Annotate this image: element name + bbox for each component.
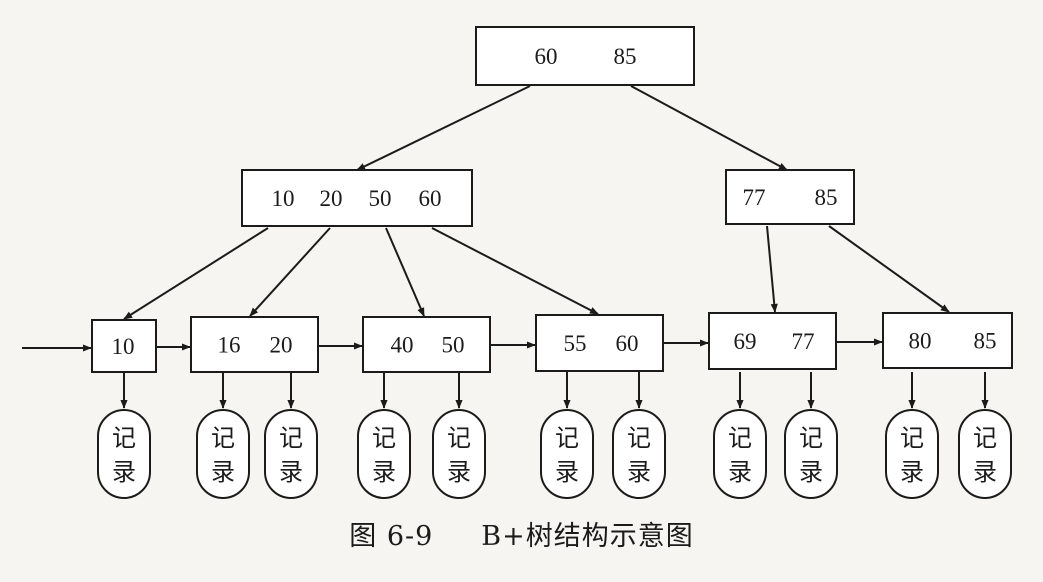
record-capsule [264, 409, 318, 499]
record-label-bottom: 录 [627, 458, 651, 486]
edge-root-to-internal-right [630, 85, 788, 171]
record-label-bottom: 录 [447, 458, 471, 486]
internal-node-left-key: 50 [369, 186, 392, 211]
record-capsule [540, 409, 594, 499]
leaf-node-key: 85 [974, 329, 997, 354]
edge-internal-to-leaf [766, 225, 778, 313]
record-label-bottom: 录 [279, 458, 303, 486]
internal-node-left-key: 20 [320, 186, 343, 211]
leaf-node-box [535, 314, 664, 372]
edge-internal-to-leaf [828, 225, 950, 313]
record-capsule [612, 409, 666, 499]
caption-figure-number: 图 6-9 [349, 521, 434, 552]
internal-node-right-key: 77 [743, 185, 766, 210]
record-label-bottom: 录 [900, 458, 924, 486]
root-node-box [475, 26, 695, 86]
leaf-node-key: 80 [909, 329, 932, 354]
record-label-top: 记 [900, 424, 924, 452]
record-label-bottom: 录 [211, 458, 235, 486]
record-capsule [713, 409, 767, 499]
record-label-top: 记 [112, 424, 136, 452]
root-node-key: 85 [614, 44, 637, 69]
record-label-bottom: 录 [799, 458, 823, 486]
leaf-node-box [91, 319, 157, 373]
root-node-key: 60 [535, 44, 558, 69]
figure-caption: 图 6-9 B+树结构示意图 [0, 514, 1043, 553]
leaf-node-key: 10 [112, 334, 135, 359]
record-label-bottom: 录 [728, 458, 752, 486]
leaf-node-key: 77 [792, 329, 815, 354]
record-label-top: 记 [372, 424, 396, 452]
record-label-top: 记 [728, 424, 752, 452]
record-label-top: 记 [211, 424, 235, 452]
leaf-node-key: 20 [270, 333, 293, 358]
record-label-top: 记 [447, 424, 471, 452]
internal-node-left-key: 60 [419, 186, 442, 211]
record-label-bottom: 录 [973, 458, 997, 486]
record-label-top: 记 [973, 424, 997, 452]
internal-node-left-box [241, 169, 473, 227]
record-capsule [784, 409, 838, 499]
record-capsule [196, 409, 250, 499]
record-capsule [885, 409, 939, 499]
edge-internal-to-leaf [385, 227, 425, 317]
record-label-bottom: 录 [555, 458, 579, 486]
record-capsule [432, 409, 486, 499]
edge-internal-to-leaf [249, 227, 331, 317]
record-label-bottom: 录 [372, 458, 396, 486]
internal-node-right-box [725, 169, 855, 225]
leaf-node-box [190, 316, 319, 373]
record-label-top: 记 [799, 424, 823, 452]
leaf-node-key: 40 [391, 333, 414, 358]
internal-node-left-key: 10 [272, 186, 295, 211]
leaf-node-key: 69 [734, 329, 757, 354]
leaf-node-key: 50 [442, 333, 465, 358]
record-label-top: 记 [627, 424, 651, 452]
leaf-node-box [362, 316, 491, 373]
leaf-node-key: 16 [218, 333, 241, 358]
edge-root-to-internal-left [356, 85, 531, 171]
leaf-node-box [882, 312, 1013, 369]
caption-title: B+树结构示意图 [481, 521, 694, 552]
record-capsule [357, 409, 411, 499]
edge-internal-to-leaf [431, 227, 599, 315]
record-label-top: 记 [555, 424, 579, 452]
edge-internal-to-leaf [123, 227, 269, 320]
record-label-top: 记 [279, 424, 303, 452]
leaf-node-key: 55 [564, 331, 587, 356]
leaf-node-key: 60 [616, 331, 639, 356]
caption-spacer [443, 521, 472, 552]
record-capsule [958, 409, 1012, 499]
internal-node-right-key: 85 [815, 185, 838, 210]
record-capsule [97, 409, 151, 499]
record-label-bottom: 录 [112, 458, 136, 486]
leaf-node-box [708, 312, 837, 370]
